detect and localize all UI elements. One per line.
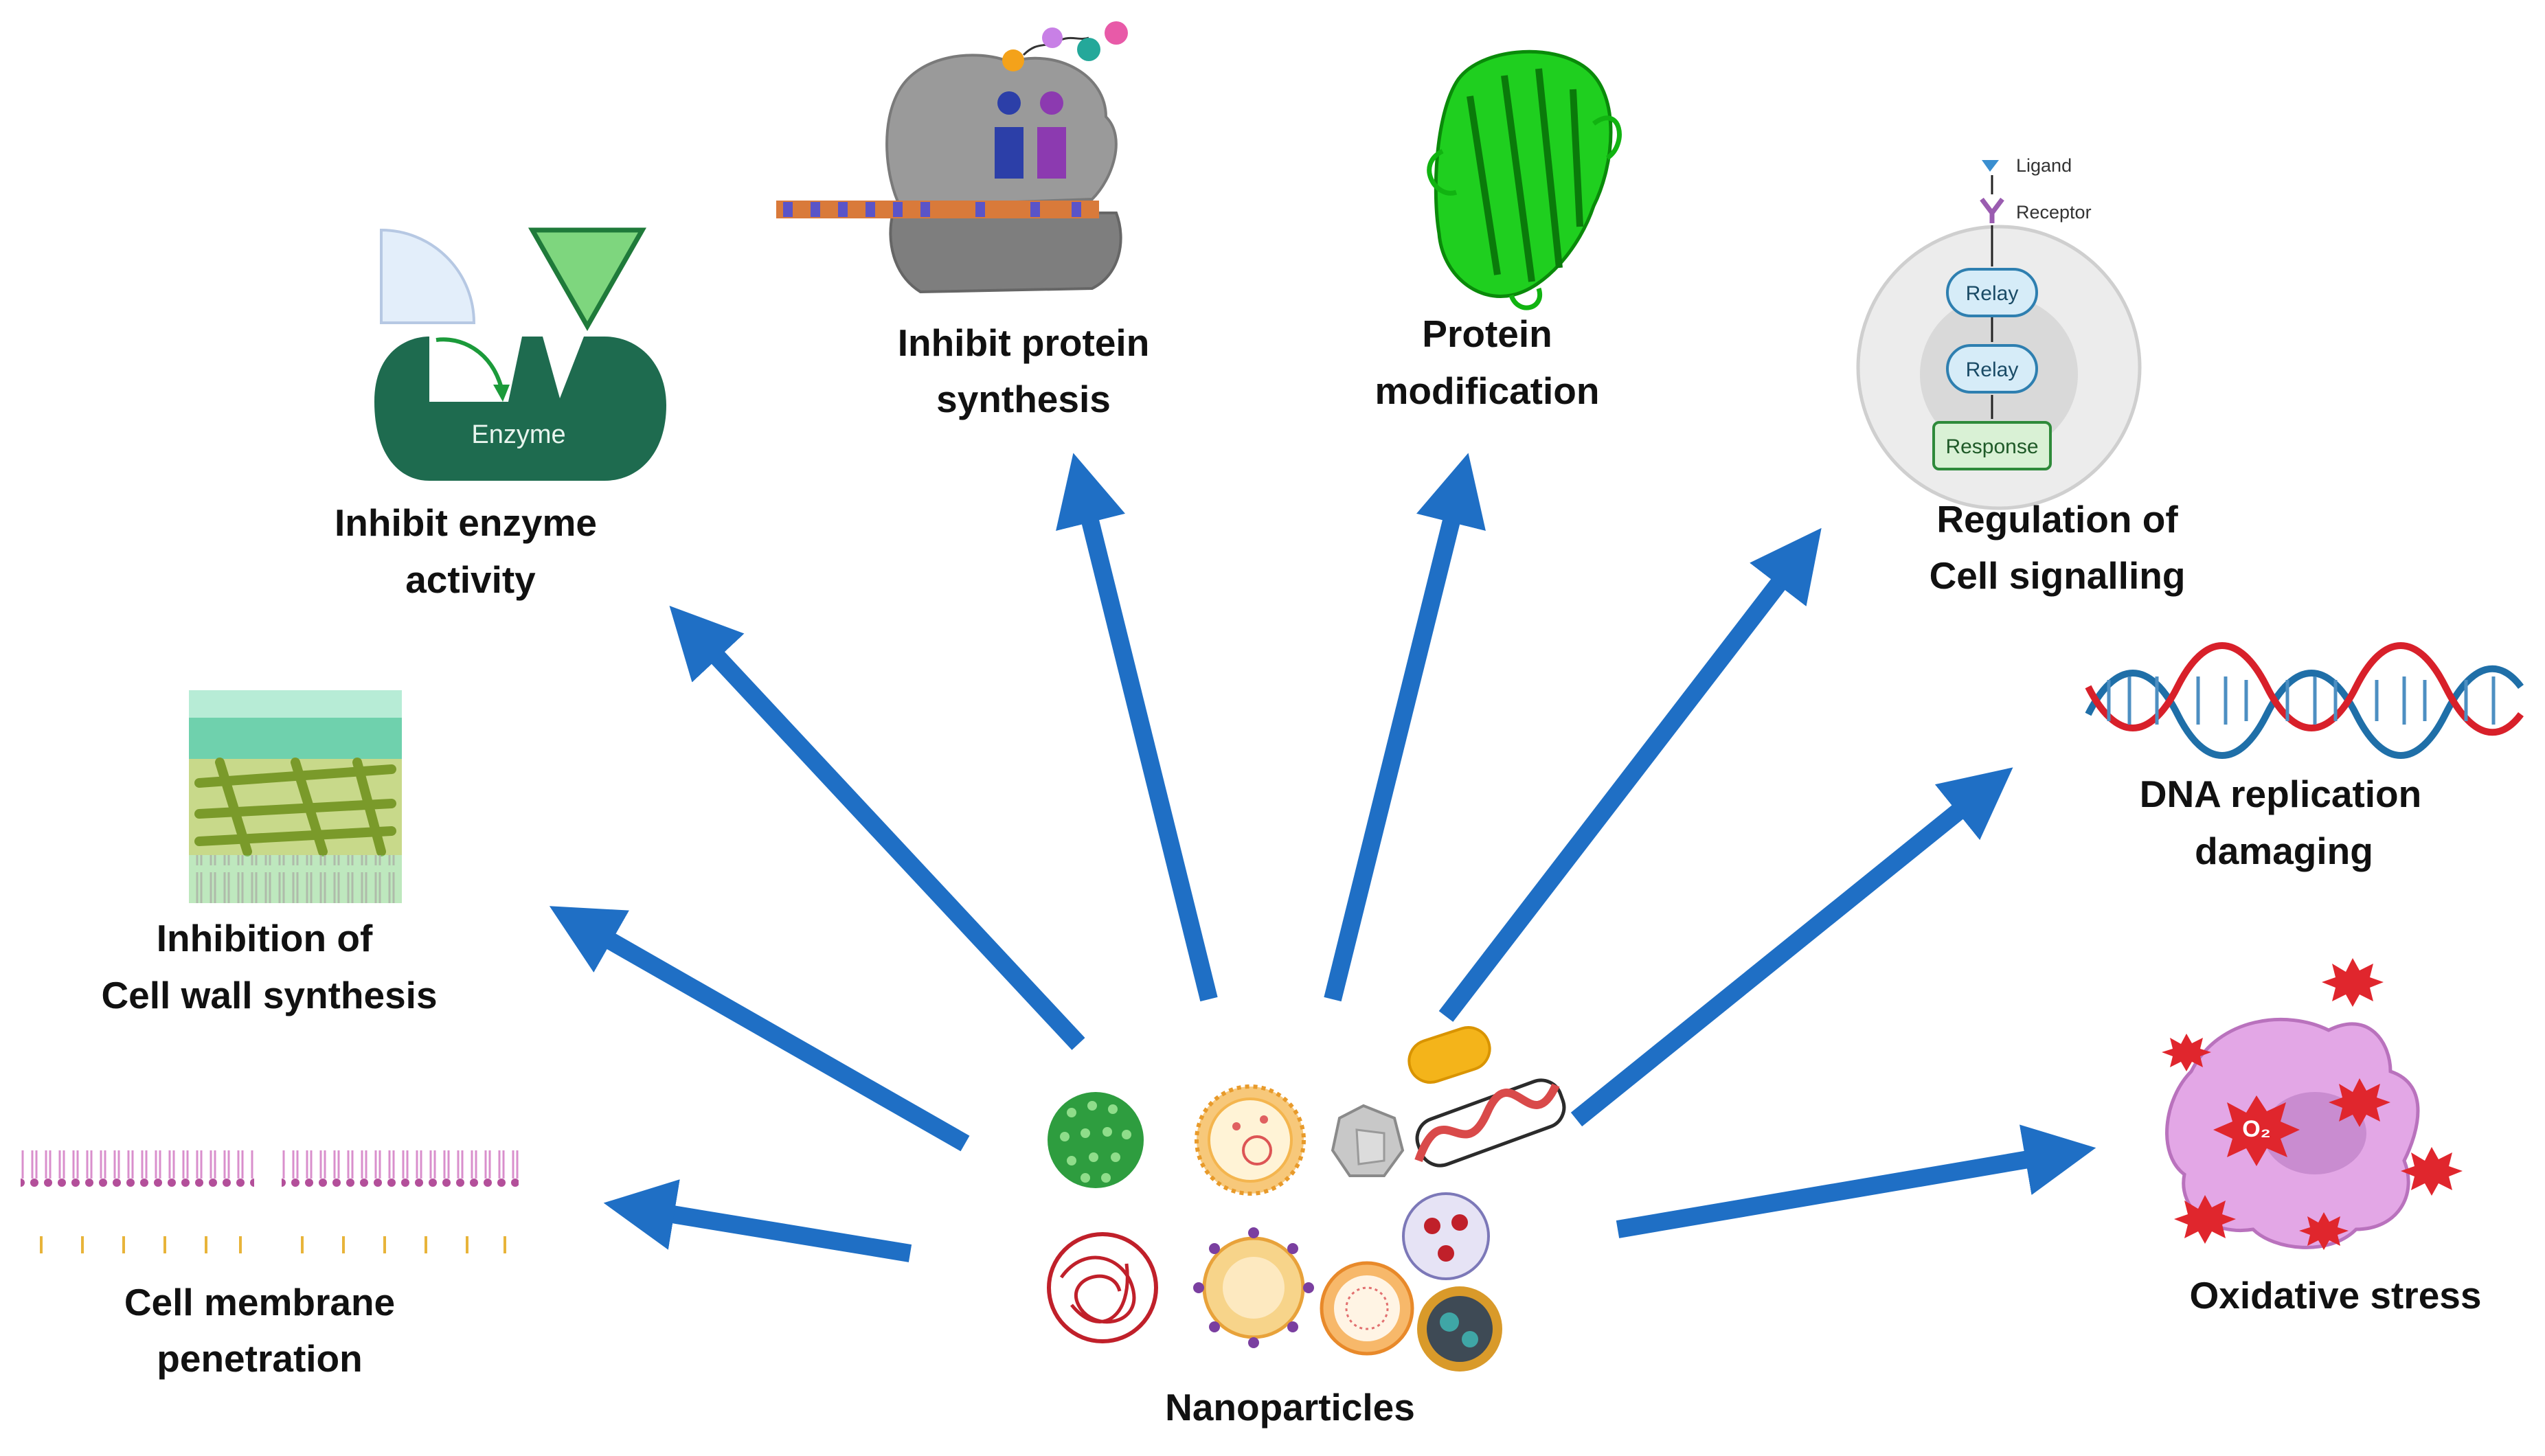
label-protein-mod-line1: Protein bbox=[1422, 312, 1552, 355]
nanoparticle-cluster bbox=[1047, 1026, 1566, 1372]
label-signalling-line1: Regulation of bbox=[1936, 498, 2178, 541]
receptor-text: Receptor bbox=[2016, 202, 2092, 223]
label-dna-line1: DNA replication bbox=[2140, 773, 2422, 815]
center-label: Nanoparticles bbox=[1165, 1386, 1415, 1429]
label-membrane-line2: penetration bbox=[157, 1337, 362, 1380]
label-protein-synthesis-line1: Inhibit protein bbox=[898, 321, 1150, 364]
dendrimer-icon bbox=[1402, 1192, 1490, 1280]
liposome-icon bbox=[1195, 1084, 1306, 1196]
dotted-sphere-icon bbox=[1048, 1092, 1144, 1188]
ribosome-icon bbox=[776, 21, 1128, 294]
receptor-icon bbox=[1980, 197, 2004, 223]
label-dna-line2: damaging bbox=[2195, 830, 2373, 872]
nanorod-icon bbox=[1407, 1026, 1491, 1084]
membrane-icon bbox=[21, 1150, 519, 1253]
polyhedron-icon bbox=[1331, 1104, 1405, 1177]
radical-text: O₂ bbox=[2242, 1116, 2271, 1142]
relay-box-1 bbox=[1946, 268, 2038, 317]
arrow-dna bbox=[1570, 767, 2013, 1127]
label-membrane-line1: Cell membrane bbox=[124, 1281, 395, 1323]
label-cellwall-line1: Inhibition of bbox=[157, 917, 373, 959]
relay-2-text: Relay bbox=[1966, 359, 2019, 381]
protein-structure-icon bbox=[1427, 49, 1622, 310]
cell-wall-icon bbox=[189, 690, 402, 903]
label-protein-synthesis-line2: synthesis bbox=[936, 378, 1111, 420]
arrow-protein-mod bbox=[1324, 453, 1486, 1002]
arrow-membrane bbox=[603, 1179, 912, 1262]
polymer-ball-icon bbox=[1047, 1232, 1158, 1343]
label-enzyme-line1: Inhibit enzyme bbox=[335, 501, 597, 544]
relay-1-text: Relay bbox=[1966, 282, 2019, 305]
arrow-oxidative bbox=[1616, 1124, 2096, 1238]
arrows bbox=[549, 453, 2096, 1262]
enzyme-text: Enzyme bbox=[471, 420, 565, 449]
cell-signalling-icon: Ligand Receptor Relay Relay Response bbox=[1856, 155, 2142, 510]
ligand-text: Ligand bbox=[2016, 155, 2072, 176]
micelle-icon bbox=[1193, 1227, 1314, 1348]
arrow-signalling bbox=[1438, 527, 1822, 1022]
response-text: Response bbox=[1945, 435, 2038, 458]
label-oxidative-line1: Oxidative stress bbox=[2190, 1274, 2482, 1317]
arrow-enzyme bbox=[669, 605, 1085, 1050]
coated-particle-icon bbox=[1417, 1286, 1502, 1372]
radical-icon: O₂ bbox=[2213, 1095, 2300, 1166]
arrow-cellwall bbox=[549, 906, 970, 1152]
label-signalling-line2: Cell signalling bbox=[1930, 554, 2186, 597]
dna-helix-icon bbox=[2085, 642, 2524, 759]
nanotube-icon bbox=[1414, 1078, 1566, 1168]
oxidative-stress-icon: O₂ bbox=[2162, 958, 2463, 1250]
response-box bbox=[1932, 421, 2052, 470]
enzyme-icon: Enzyme bbox=[374, 227, 666, 481]
arrow-protein-synthesis bbox=[1056, 453, 1218, 1002]
ligand-icon bbox=[1982, 160, 1999, 172]
nanocapsule-icon bbox=[1320, 1261, 1414, 1356]
relay-box-2 bbox=[1946, 344, 2038, 394]
label-protein-mod-line2: modification bbox=[1375, 369, 1600, 412]
label-cellwall-line2: Cell wall synthesis bbox=[101, 974, 437, 1016]
label-enzyme-line2: activity bbox=[405, 558, 536, 601]
